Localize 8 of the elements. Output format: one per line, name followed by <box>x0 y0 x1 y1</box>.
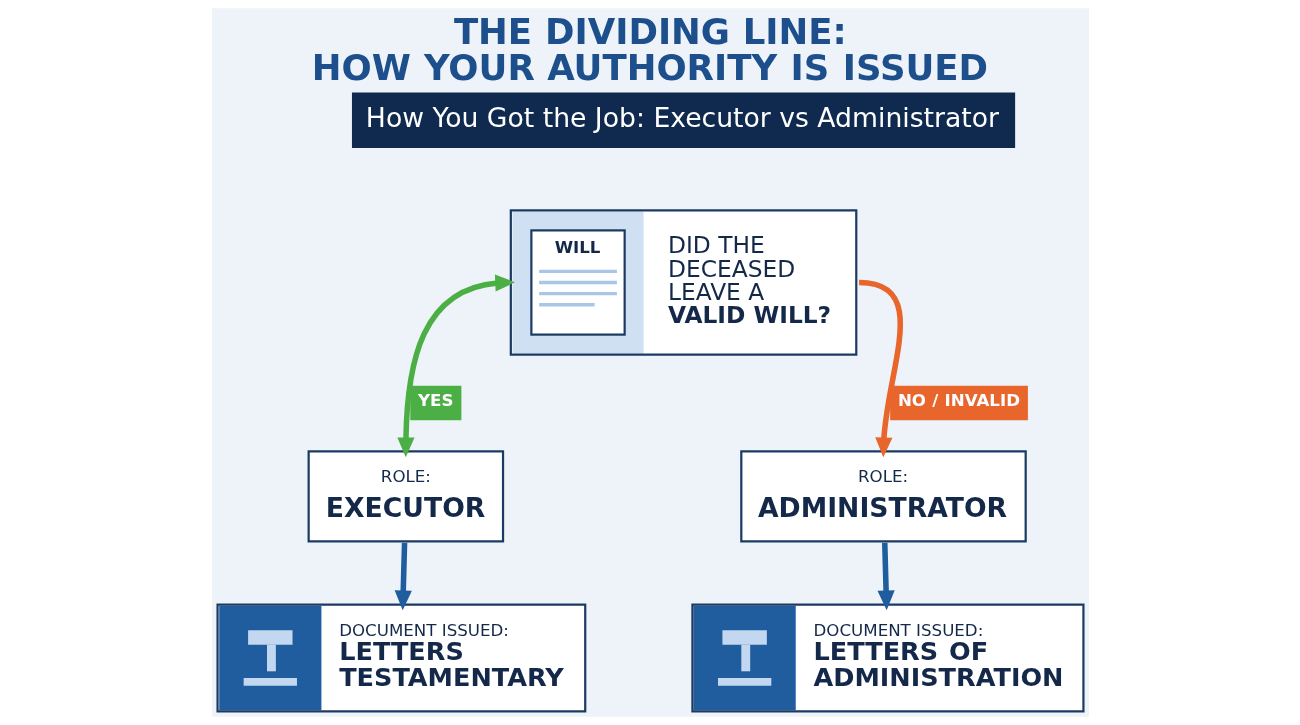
arrow <box>396 274 515 458</box>
edge-label: YES <box>417 391 453 411</box>
arrow <box>877 542 895 611</box>
label: How You Got the Job: Executor vs Administrator <box>365 102 999 134</box>
arrow <box>858 279 903 458</box>
edge-label: NO / INVALID <box>897 391 1020 411</box>
arrow <box>394 542 412 611</box>
diagram-title: THE DIVIDING LINE: HOW YOUR AUTHORITY IS ISSUED <box>311 11 988 88</box>
